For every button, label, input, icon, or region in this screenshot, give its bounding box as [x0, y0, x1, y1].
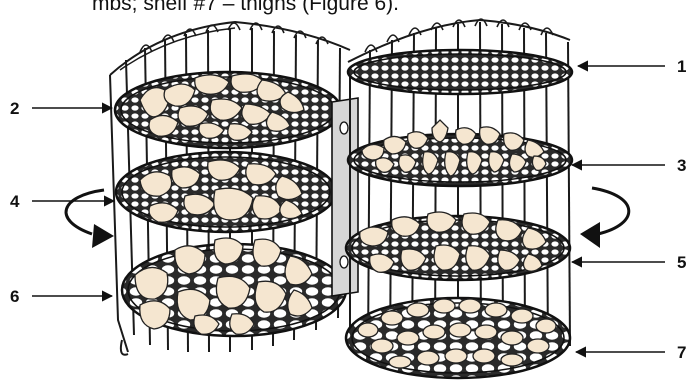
right-shelf-1	[348, 50, 572, 94]
callout-1: 1	[677, 57, 686, 76]
right-shelf-7	[346, 298, 570, 378]
callout-2: 2	[10, 99, 19, 118]
callout-7: 7	[677, 343, 686, 362]
caption-text: mbs; shelf #7 – thighs (Figure 6).	[92, 0, 399, 16]
callout-6: 6	[10, 287, 19, 306]
callout-3: 3	[677, 156, 686, 175]
curved-arrow-icon	[66, 190, 114, 248]
callout-4: 4	[10, 192, 20, 211]
callout-5: 5	[677, 253, 686, 272]
curved-arrow-icon	[580, 188, 629, 248]
hinge-panel	[332, 98, 358, 296]
